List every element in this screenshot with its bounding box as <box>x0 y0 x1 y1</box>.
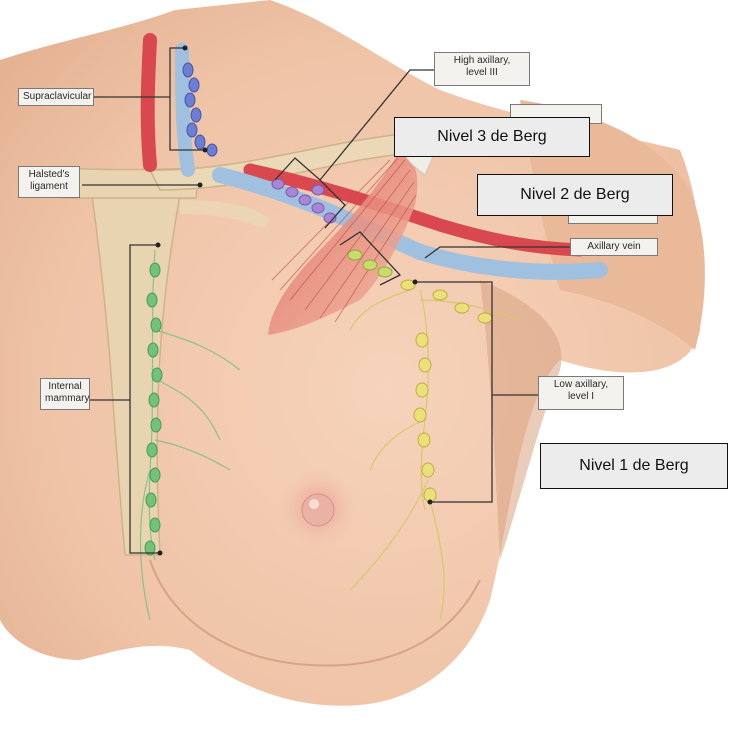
nipple-highlight <box>309 499 319 509</box>
label-halsteds-ligament: Halsted's ligament <box>18 166 80 198</box>
berg-level-1-box: Nivel 1 de Berg <box>540 443 728 489</box>
label-internal-mammary: Internal mammary <box>40 378 90 410</box>
carotid-artery <box>148 40 150 165</box>
label-low-axillary: Low axillary, level I <box>538 376 624 410</box>
berg-level-3-box: Nivel 3 de Berg <box>394 117 590 157</box>
label-axillary-vein: Axillary vein <box>570 238 658 256</box>
label-supraclavicular: Supraclavicular <box>18 88 94 106</box>
nipple <box>302 494 334 526</box>
berg-level-2-box: Nivel 2 de Berg <box>477 174 673 216</box>
label-high-axillary: High axillary, level III <box>434 52 530 86</box>
